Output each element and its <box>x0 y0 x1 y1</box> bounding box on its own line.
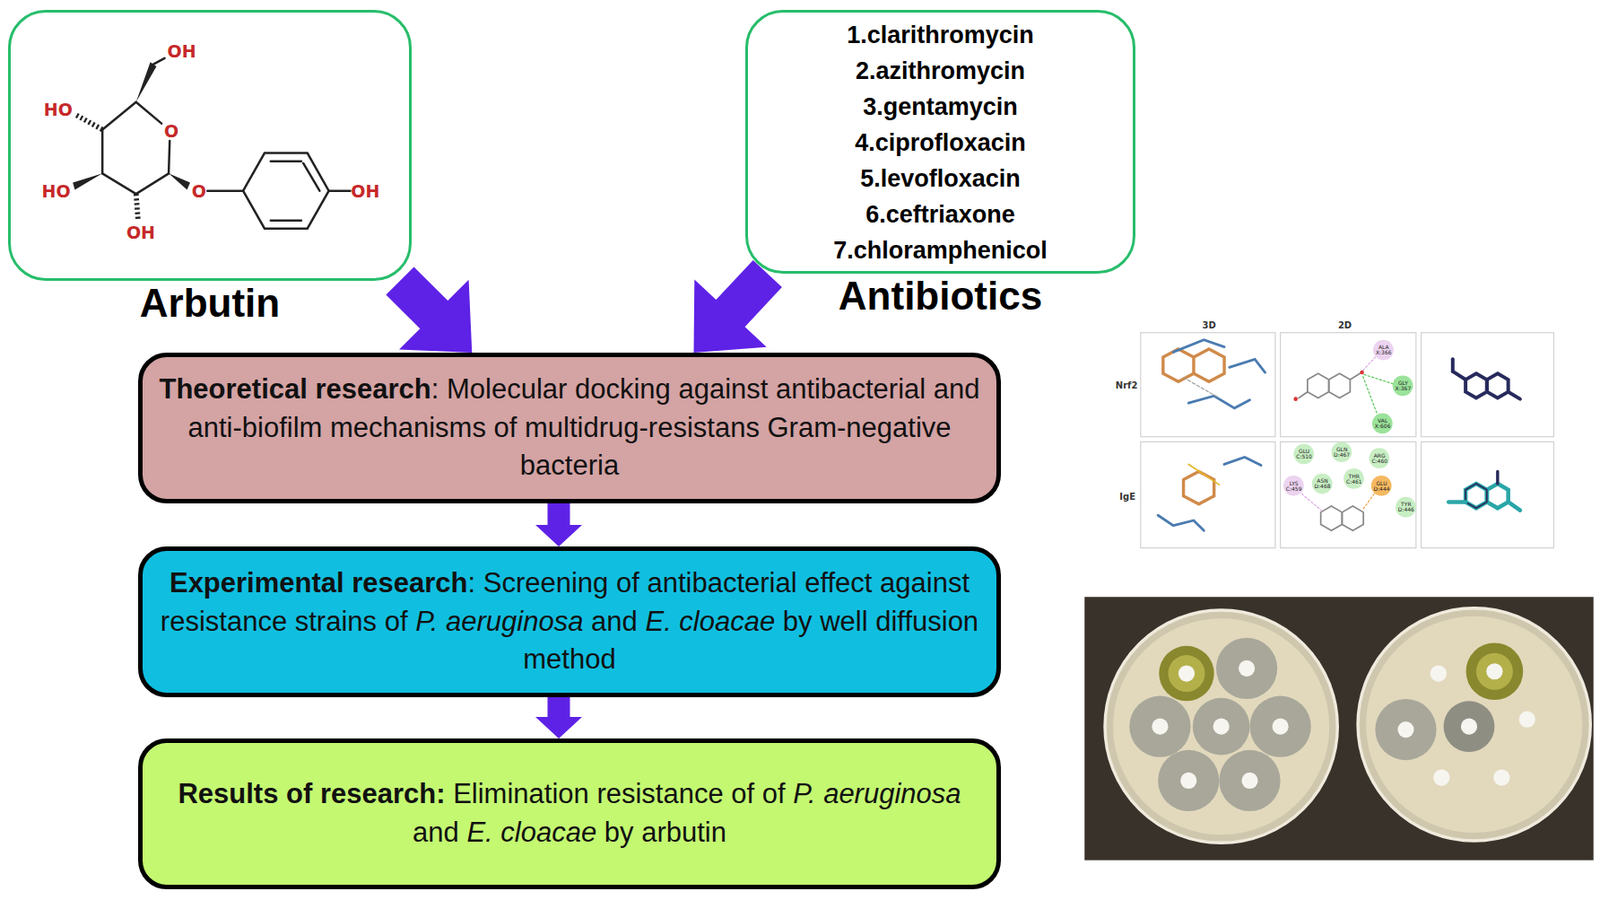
species-name: E. cloacae <box>466 816 597 848</box>
list-item: 7.chloramphenicol <box>747 232 1133 269</box>
compound-box: Arbutin <box>8 9 412 281</box>
residue-label: VAL X:606 <box>1373 417 1392 429</box>
flow-arrow <box>535 696 583 739</box>
species-name: P. aeruginosa <box>792 777 961 809</box>
atom-label: OH <box>126 224 156 242</box>
atom-label: O <box>164 121 179 140</box>
box-heading: Results of research: <box>177 777 445 809</box>
box-text: by arbutin <box>604 816 727 848</box>
residue-label: GLN D:467 <box>1332 446 1351 458</box>
atom-label: O <box>191 182 207 200</box>
arbutin-structure <box>72 58 350 229</box>
flow-arrow <box>694 260 783 353</box>
atom-label: HO <box>42 182 71 200</box>
flow-arrow <box>385 266 472 353</box>
panel-label: 2D <box>1338 321 1352 331</box>
residue-label: TYR D:446 <box>1397 501 1416 513</box>
list-item: 1.clarithromycin <box>747 17 1133 53</box>
residue-label: GLU C:510 <box>1295 448 1314 460</box>
list-item: 2.azithromycin <box>747 52 1133 89</box>
list-item: 3.gentamycin <box>747 88 1133 125</box>
residue-label: GLY X:367 <box>1393 380 1412 392</box>
result-box: Results of research: Elimination resista… <box>138 738 1001 889</box>
list-item: 5.levofloxacin <box>747 160 1133 197</box>
box-heading: Theoretical research <box>158 373 431 405</box>
atom-label: HO <box>43 100 73 118</box>
process-box: Theoretical research: Molecular docking … <box>138 352 1001 504</box>
box-paragraph: Theoretical research: Molecular docking … <box>158 370 981 486</box>
process-box: Experimental research: Screening of anti… <box>138 546 1001 697</box>
atom-label: OH <box>166 42 196 60</box>
panel-label: IgE <box>1119 492 1136 502</box>
box-text: Elimination resistance of of <box>452 777 785 809</box>
panel-label: 3D <box>1202 321 1217 331</box>
antibiotic-list-box: 1.clarithromycin2.azithromycin3.gentamyc… <box>745 9 1136 274</box>
residue-label: LYS C:459 <box>1285 480 1304 492</box>
residue-label: ARG C:460 <box>1370 452 1389 464</box>
residue-label: GLU D:444 <box>1373 480 1392 492</box>
node-heading: Arbutin <box>0 281 427 325</box>
docking-panels <box>1140 332 1555 548</box>
panel-label: Nrf2 <box>1115 381 1139 391</box>
residue-label: THR C:461 <box>1345 473 1364 485</box>
list-item: 4.ciprofloxacin <box>747 124 1133 161</box>
box-paragraph: Results of research: Elimination resista… <box>158 774 981 853</box>
species-name: P. aeruginosa <box>415 605 583 637</box>
box-heading: Experimental research <box>169 566 469 599</box>
atom-label: OH <box>350 182 380 200</box>
residue-label: ALA X:366 <box>1374 344 1393 356</box>
box-paragraph: Experimental research: Screening of anti… <box>158 564 981 679</box>
residue-label: ASN D:468 <box>1313 478 1332 489</box>
box-text: and <box>412 816 460 848</box>
list-item: 6.ceftriaxone <box>747 196 1133 233</box>
petri-dish-photo <box>1084 596 1593 860</box>
node-heading: Antibiotics <box>730 274 1151 318</box>
flow-arrow <box>535 503 583 547</box>
box-text: and <box>591 605 638 637</box>
species-name: E. cloacae <box>644 605 775 637</box>
